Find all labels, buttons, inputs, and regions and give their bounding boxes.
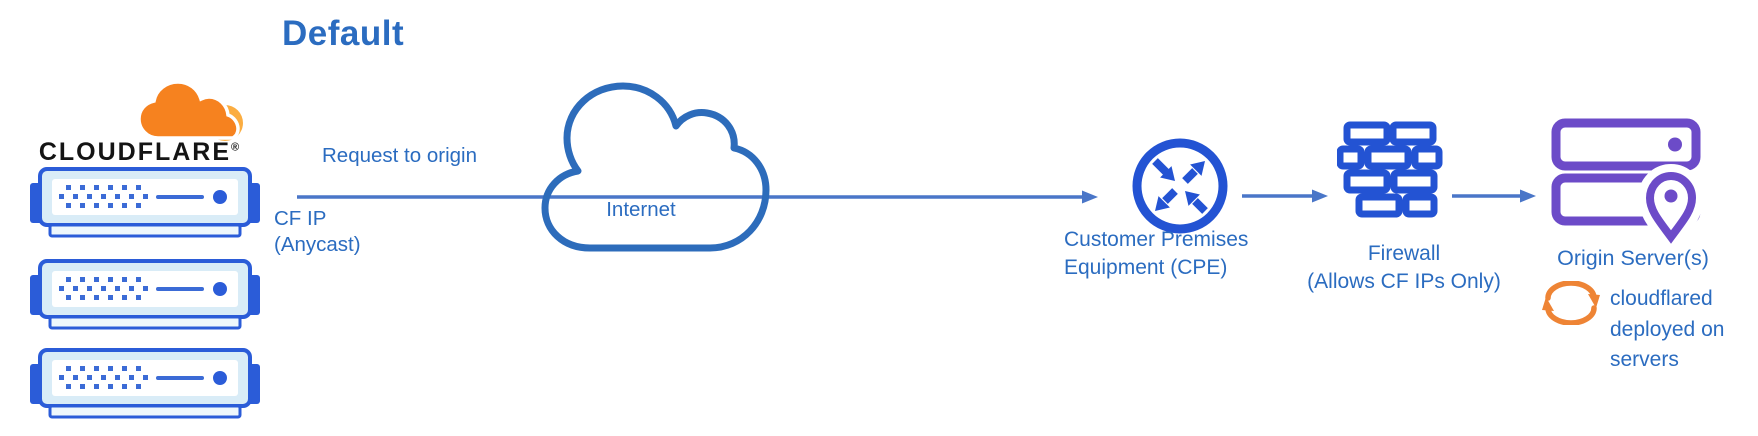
firewall-brick-icon — [1337, 121, 1443, 218]
cf-server-icon — [30, 348, 260, 420]
sync-arrows-icon — [1542, 281, 1600, 325]
location-pin-icon — [1645, 172, 1697, 244]
arrowhead-icon — [1082, 190, 1098, 204]
cf-server-icon — [30, 167, 260, 239]
firewall-label: Firewall (Allows CF IPs Only) — [1286, 240, 1522, 295]
origin-server-label: Origin Server(s) — [1557, 246, 1709, 270]
cf-ip-anycast-label: CF IP (Anycast) — [274, 206, 361, 258]
internet-label: Internet — [606, 198, 676, 221]
cloudflared-note: cloudflared deployed on servers — [1610, 284, 1724, 376]
arrowhead-icon — [1520, 189, 1536, 203]
firewall-label-line1: Firewall — [1367, 242, 1441, 265]
cf-server-icon — [30, 259, 260, 331]
request-to-origin-label: Request to origin — [322, 144, 477, 167]
firewall-label-line2: (Allows CF IPs Only) — [1307, 269, 1501, 293]
internet-cloud-icon — [541, 82, 770, 252]
cpe-label-line1: Customer Premises — [1064, 228, 1249, 251]
origin-server-icon — [1551, 118, 1705, 245]
arrowhead-icon — [1312, 189, 1328, 203]
cpe-label-line2: Equipment (CPE) — [1064, 255, 1228, 279]
cloudflare-wordmark-text: CLOUDFLARE — [38, 138, 232, 166]
cf-ip-line2: (Anycast) — [274, 233, 361, 256]
cloudflared-note-line1: cloudflared — [1610, 287, 1713, 310]
page-title: Default — [282, 14, 405, 53]
cloudflared-note-line2: deployed on — [1610, 317, 1725, 341]
cloudflared-note-line3: servers — [1610, 348, 1679, 371]
registered-mark: ® — [231, 141, 242, 154]
cf-ip-line1: CF IP — [274, 207, 327, 230]
cpe-label: Customer Premises Equipment (CPE) — [1064, 226, 1248, 281]
cloudflare-logo-cloud-icon — [137, 80, 243, 141]
cloudflare-wordmark: CLOUDFLARE® — [30, 138, 250, 167]
cpe-router-icon — [1132, 138, 1228, 234]
